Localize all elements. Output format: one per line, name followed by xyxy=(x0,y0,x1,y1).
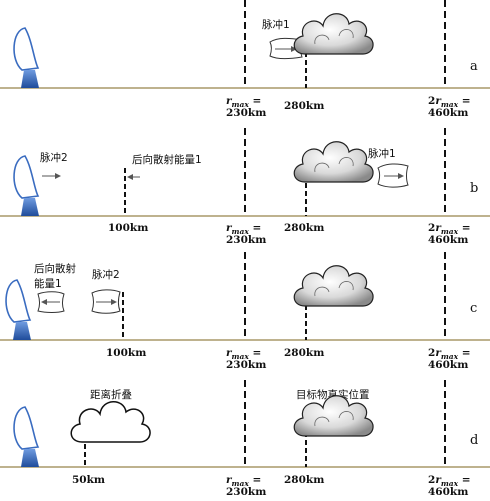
radar-icon xyxy=(13,155,40,217)
km100-label: 100km xyxy=(106,347,146,359)
rmax-value: 230km xyxy=(226,234,266,246)
rmax-label: rmax = xyxy=(226,347,261,361)
two-rmax-label: 2rmax = xyxy=(428,95,471,109)
panel-d-letter: d xyxy=(470,433,478,448)
panel-b-letter: b xyxy=(470,181,478,196)
pulse1-label: 脉冲1 xyxy=(368,147,396,160)
target-km-label: 280km xyxy=(284,474,324,486)
two-rmax-value: 460km xyxy=(428,107,468,119)
radar-icon xyxy=(13,27,40,89)
cloud-icon xyxy=(293,13,374,55)
pulse2-label: 脉冲2 xyxy=(40,151,68,164)
rmax-value: 230km xyxy=(226,107,266,119)
rmax-label: rmax = xyxy=(226,222,261,236)
true-position-label: 目标物真实位置 xyxy=(296,388,370,401)
two-rmax-label: 2rmax = xyxy=(428,474,471,488)
pulse2-label: 脉冲2 xyxy=(92,268,120,281)
folding-label: 距离折叠 xyxy=(90,388,132,401)
target-km-label: 280km xyxy=(284,222,324,234)
two-rmax-label: 2rmax = xyxy=(428,347,471,361)
rmax-label: rmax = xyxy=(226,95,261,109)
backscatter-label: 后向散射能量1 xyxy=(132,153,202,166)
panel-b: 脉冲2 后向散射能量1 脉冲1 b 100km rmax = 230km 280… xyxy=(0,128,490,246)
two-rmax-value: 460km xyxy=(428,359,468,371)
panel-a-letter: a xyxy=(470,59,478,74)
rmax-value: 230km xyxy=(226,359,266,371)
cloud-icon xyxy=(293,141,374,183)
km50-label: 50km xyxy=(72,474,105,486)
pulse1-label: 脉冲1 xyxy=(262,18,290,31)
two-rmax-label: 2rmax = xyxy=(428,222,471,236)
target-km-label: 280km xyxy=(284,347,324,359)
target-km-label: 280km xyxy=(284,100,324,112)
panel-c: 后向散射 能量1 脉冲2 c 100km rmax = 230km 280km … xyxy=(0,252,490,371)
two-rmax-value: 460km xyxy=(428,486,468,498)
two-rmax-value: 460km xyxy=(428,234,468,246)
backscatter-label-line2: 能量1 xyxy=(34,277,62,290)
panel-d: 距离折叠 目标物真实位置 d 50km rmax = 230km 280km 2… xyxy=(0,380,490,498)
rmax-value: 230km xyxy=(226,486,266,498)
radar-icon xyxy=(5,279,32,341)
panel-c-letter: c xyxy=(470,301,477,316)
backscatter-label-line1: 后向散射 xyxy=(34,262,76,275)
panel-a: 脉冲1 a rmax = 230km 280km 2rmax = 460km xyxy=(0,0,490,119)
folded-cloud-icon xyxy=(70,400,151,443)
km100-label: 100km xyxy=(108,222,148,234)
cloud-icon xyxy=(293,395,374,437)
rmax-label: rmax = xyxy=(226,474,261,488)
radar-icon xyxy=(13,406,40,468)
cloud-icon xyxy=(293,265,374,307)
